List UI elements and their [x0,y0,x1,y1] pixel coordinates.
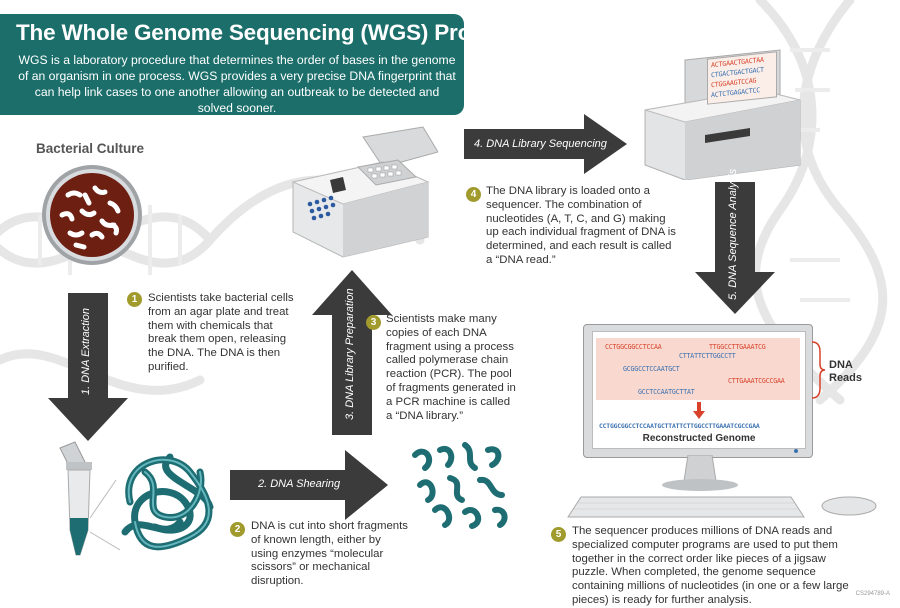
arrow-label-dna-extraction: 1. DNA Extraction [80,307,92,395]
step-5-text: The sequencer produces millions of DNA r… [572,525,849,606]
header-banner: The Whole Genome Sequencing (WGS) Proces… [0,14,521,115]
monitor-screen: CCTGGCGGCCTCCAA TTGGCCTTGAAATCG CTTATTCT… [592,331,806,449]
test-tube-icon [59,441,120,556]
dna-read: CTTATTCTTGGCCTT [679,352,736,360]
step-3-text: Scientists make many copies of each DNA … [386,313,516,422]
computer-monitor: CCTGGCGGCCTCCAA TTGGCCTTGAAATCG CTTATTCT… [583,324,813,458]
reconstructed-genome-label: Reconstructed Genome [642,433,756,444]
monitor-stand [662,455,738,491]
arrow-dna-library-preparation [312,270,392,435]
step-2-text: DNA is cut into short fragments of known… [251,520,408,588]
step-badge-5: 5 [551,527,566,542]
power-indicator [794,449,798,453]
reconstructed-sequence: CCTGGCGGCCTCCAATGCTTATTCTTGGCCTTGAAATCGC… [599,422,760,430]
step-4-text: The DNA library is loaded onto a sequenc… [486,185,676,266]
dna-read: CTTGAAATCGCCGAA [728,377,785,385]
tangled-dna-icon [121,453,214,551]
step-badge-3: 3 [366,315,381,330]
arrow-dna-sequence-analysis [695,182,775,314]
arrow-label-dna-library-sequencing: 4. DNA Library Sequencing [474,138,607,150]
arrow-label-dna-shearing: 2. DNA Shearing [258,478,341,490]
keyboard-icon [567,496,805,518]
mouse-icon [821,496,877,516]
step-badge-1: 1 [127,292,142,307]
reads-highlight-box [596,338,800,400]
dna-read: GCGGCCTCCAATGCT [623,365,680,373]
petri-dish-icon [42,165,142,265]
dna-read: CCTGGCGGCCTCCAA [605,343,662,351]
sequencer-screen: ACTGAACTGACTAA CTGACTGACTGACT CTGGAAGTCC… [707,51,777,105]
page-description: WGS is a laboratory procedure that deter… [18,53,456,115]
down-arrow-icon [693,402,705,419]
dna-fragments-icon [412,442,508,529]
arrow-label-dna-sequence-analysis: 5. DNA Sequence Analysis [727,168,739,300]
dna-read: GCCTCCAATGCTTAT [638,388,695,396]
dna-read: TTGGCCTTGAAATCG [709,343,766,351]
arrow-label-dna-library-preparation: 3. DNA Library Preparation [344,288,356,420]
step-1-text: Scientists take bacterial cells from an … [148,292,294,373]
arrow-dna-extraction [48,293,128,441]
step-badge-4: 4 [466,187,481,202]
step-badge-2: 2 [230,522,245,537]
page-title: The Whole Genome Sequencing (WGS) Proces… [16,20,521,45]
footer-code: CS294789-A [855,591,890,597]
arrow-dna-library-sequencing [464,114,627,174]
pcr-machine-icon [291,126,438,258]
bacterial-culture-label: Bacterial Culture [36,141,145,156]
arrow-dna-shearing [230,450,388,520]
dna-reads-label: DNA Reads [829,359,863,384]
reads-bracket-icon [811,341,826,399]
